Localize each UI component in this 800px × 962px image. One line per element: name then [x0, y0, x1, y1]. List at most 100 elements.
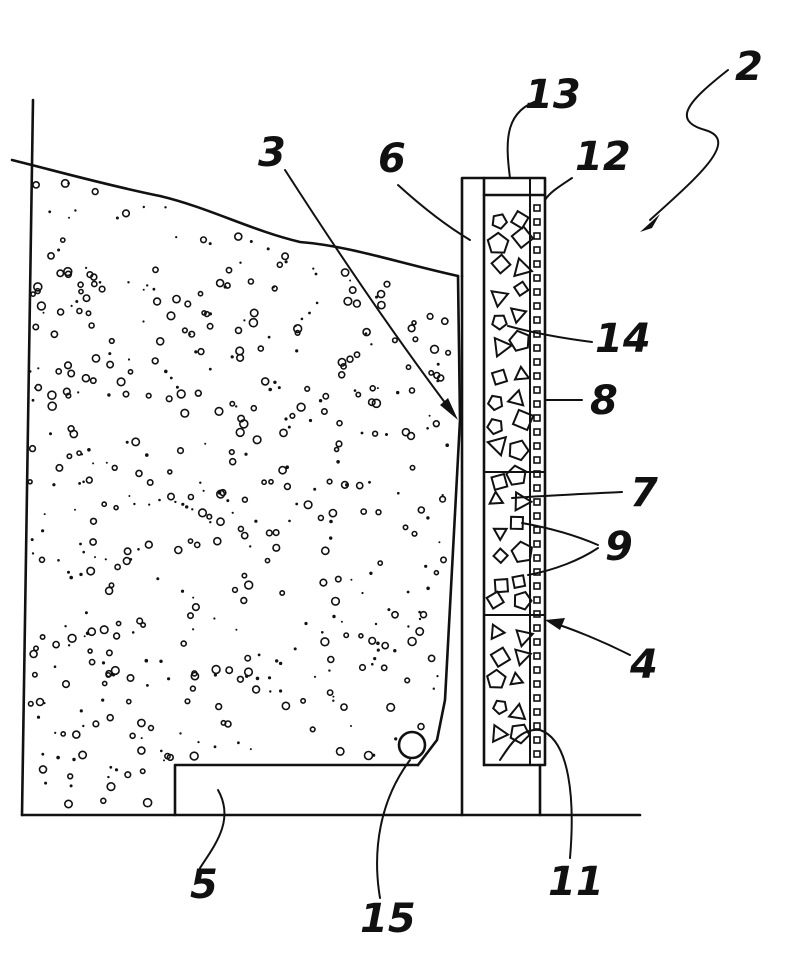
soil-grain [128, 495, 131, 497]
soil-grain [433, 371, 441, 380]
soil-grain [32, 645, 39, 652]
soil-grain [67, 570, 70, 574]
mesh-cell [533, 372, 541, 380]
soil-grain [283, 482, 292, 491]
soil-grain [67, 369, 76, 378]
soil-grain [371, 662, 374, 666]
soil-grain [167, 469, 173, 475]
soil-grain [158, 498, 161, 502]
soil-grain [294, 329, 301, 337]
soil-grain [48, 210, 52, 214]
soil-grain [375, 509, 382, 516]
soil-grain [197, 347, 205, 356]
soil-grain [199, 236, 208, 244]
soil-grain [445, 443, 450, 448]
mesh-cell [533, 302, 541, 310]
soil-grain [345, 483, 349, 487]
soil-grain [72, 757, 76, 762]
soil-grain [112, 632, 121, 640]
wall-stone [513, 648, 533, 668]
soil-grain [144, 540, 154, 549]
soil-grain [251, 685, 261, 694]
soil-grain [156, 577, 160, 581]
soil-grain [249, 748, 252, 751]
soil-grain [249, 240, 253, 243]
soil-grain [28, 444, 37, 453]
soil-grain [224, 720, 232, 728]
label-8: 8 [590, 378, 618, 424]
soil-grain [409, 464, 416, 471]
soil-grain [445, 349, 452, 356]
soil-grain [284, 260, 288, 264]
soil-grain [176, 389, 186, 399]
wall-stone [486, 418, 503, 436]
soil-grain [41, 752, 45, 756]
soil-grain [65, 392, 72, 399]
soil-grain [328, 508, 338, 518]
soil-grain [272, 543, 281, 552]
soil-grain [237, 525, 245, 533]
leader-11 [499, 728, 573, 859]
soil-grain [428, 414, 431, 417]
label-4: 4 [629, 642, 658, 688]
soil-grain [343, 632, 350, 639]
soil-grain [39, 633, 46, 640]
soil-grain [402, 524, 409, 531]
soil-grain [426, 312, 434, 321]
mesh-cell [533, 274, 541, 282]
soil-grain [295, 502, 299, 506]
wall-stone [489, 646, 512, 669]
soil-grain [85, 266, 88, 269]
soil-grain [57, 248, 61, 252]
retaining-wall-back-face [416, 274, 462, 767]
soil-grain [180, 589, 185, 593]
soil-grain [56, 269, 65, 278]
soil-grain [52, 483, 56, 487]
arrowhead-3 [440, 398, 458, 420]
soil-grain [308, 311, 311, 315]
soil-grain [358, 632, 364, 639]
wall-stone [488, 489, 505, 505]
soil-grain [67, 644, 71, 647]
soil-grain [32, 180, 40, 189]
wall-stone [508, 329, 530, 352]
leader-15 [376, 759, 411, 899]
soil-grain [167, 677, 171, 681]
soil-grain [376, 289, 386, 299]
soil-grain [31, 398, 35, 402]
wall-stone [486, 668, 507, 689]
mesh-cell [533, 582, 541, 590]
soil-grain [396, 390, 400, 395]
mesh-cell [533, 512, 541, 520]
soil-grain [268, 478, 274, 485]
soil-grain [265, 529, 273, 537]
soil-grain [206, 322, 214, 330]
soil-grain [189, 751, 199, 761]
soil-grain [231, 586, 239, 594]
soil-grain [37, 367, 40, 370]
wall-stone [513, 256, 534, 278]
soil-grain [243, 319, 246, 322]
soil-grain [152, 297, 162, 306]
soil-grain [126, 673, 135, 682]
soil-grain [209, 521, 212, 524]
soil-grain [78, 482, 81, 485]
soil-grain [107, 393, 111, 397]
wall-stone [509, 670, 525, 686]
soil-grain [35, 697, 45, 707]
soil-grain [296, 402, 306, 412]
soil-grain [304, 385, 311, 393]
soil-grain [332, 699, 335, 702]
soil-grain [78, 750, 88, 760]
soil-grain [42, 311, 45, 314]
soil-grain [142, 320, 145, 323]
soil-grain [373, 657, 377, 661]
soil-grain [160, 749, 163, 753]
soil-grain [131, 437, 141, 447]
soil-grain [369, 384, 377, 392]
soil-grain [415, 626, 425, 636]
soil-grain [247, 278, 255, 285]
soil-grain [152, 266, 159, 274]
soil-grain [213, 673, 217, 677]
mesh-cell [533, 288, 541, 296]
